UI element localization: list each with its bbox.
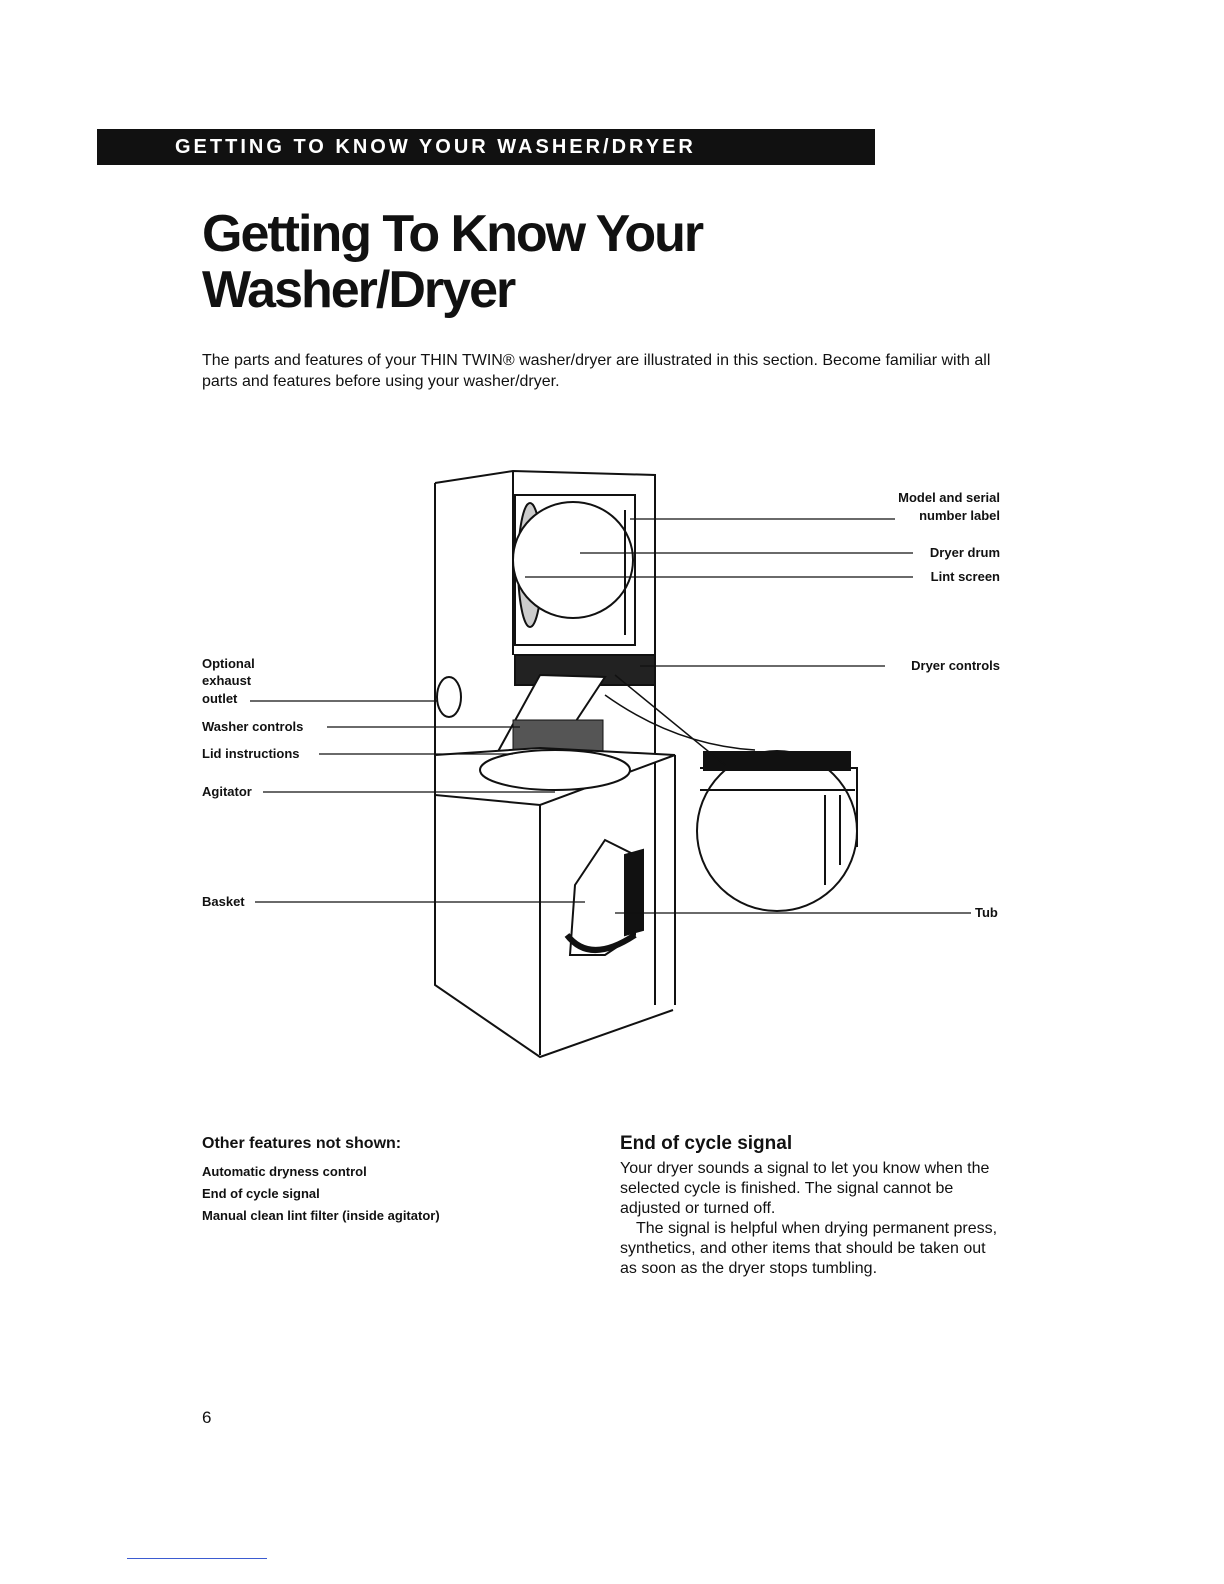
page-title-line1: Getting To Know Your xyxy=(202,205,704,263)
other-features-section: Other features not shown: Automatic dryn… xyxy=(202,1135,582,1227)
list-item: Automatic dryness control xyxy=(202,1164,367,1179)
footer-rule xyxy=(127,1558,267,1559)
intro-paragraph: The parts and features of your THIN TWIN… xyxy=(202,352,991,390)
label-optional-line2: exhaust xyxy=(202,673,252,688)
lid-latch-label: LID LATCH ▼ xyxy=(754,774,799,781)
label-agitator: Agitator xyxy=(202,784,252,799)
list-item: Manual clean lint filter (inside agitato… xyxy=(202,1208,440,1223)
page-number: 6 xyxy=(202,1408,212,1427)
end-of-cycle-section: End of cycle signal Your dryer sounds a … xyxy=(620,1133,1000,1279)
page-title-line2: Washer/Dryer xyxy=(202,261,516,319)
label-optional-line1: Optional xyxy=(202,656,255,671)
end-of-cycle-heading: End of cycle signal xyxy=(620,1133,793,1154)
end-of-cycle-paragraph-1: Your dryer sounds a signal to let you kn… xyxy=(620,1160,990,1217)
label-model-serial-line2: number label xyxy=(919,508,1000,523)
section-header-title: GETTING TO KNOW YOUR WASHER/DRYER xyxy=(175,136,696,158)
label-model-serial-line1: Model and serial xyxy=(898,490,1000,505)
end-of-cycle-paragraph-2: The signal is helpful when drying perman… xyxy=(620,1220,998,1277)
section-header-bar: GETTING TO KNOW YOUR WASHER/DRYER xyxy=(97,129,875,165)
label-tub: Tub xyxy=(975,905,998,920)
label-dryer-drum: Dryer drum xyxy=(930,545,1000,560)
page-title: Getting To Know Your Washer/Dryer xyxy=(202,205,704,319)
list-item: End of cycle signal xyxy=(202,1186,320,1201)
label-optional-line3: outlet xyxy=(202,691,238,706)
label-dryer-controls: Dryer controls xyxy=(911,658,1000,673)
other-features-list: Automatic dryness control End of cycle s… xyxy=(202,1161,582,1227)
other-features-heading: Other features not shown: xyxy=(202,1135,402,1152)
label-basket: Basket xyxy=(202,894,245,909)
label-washer-controls: Washer controls xyxy=(202,719,303,734)
label-lint-screen: Lint screen xyxy=(931,569,1000,584)
appliance-illustration xyxy=(434,469,858,1059)
callout-lines xyxy=(250,518,971,914)
washer-dryer-diagram: LID LATCH ▼ Model and serial number labe… xyxy=(202,469,1000,1059)
label-lid-instructions: Lid instructions xyxy=(202,746,300,761)
